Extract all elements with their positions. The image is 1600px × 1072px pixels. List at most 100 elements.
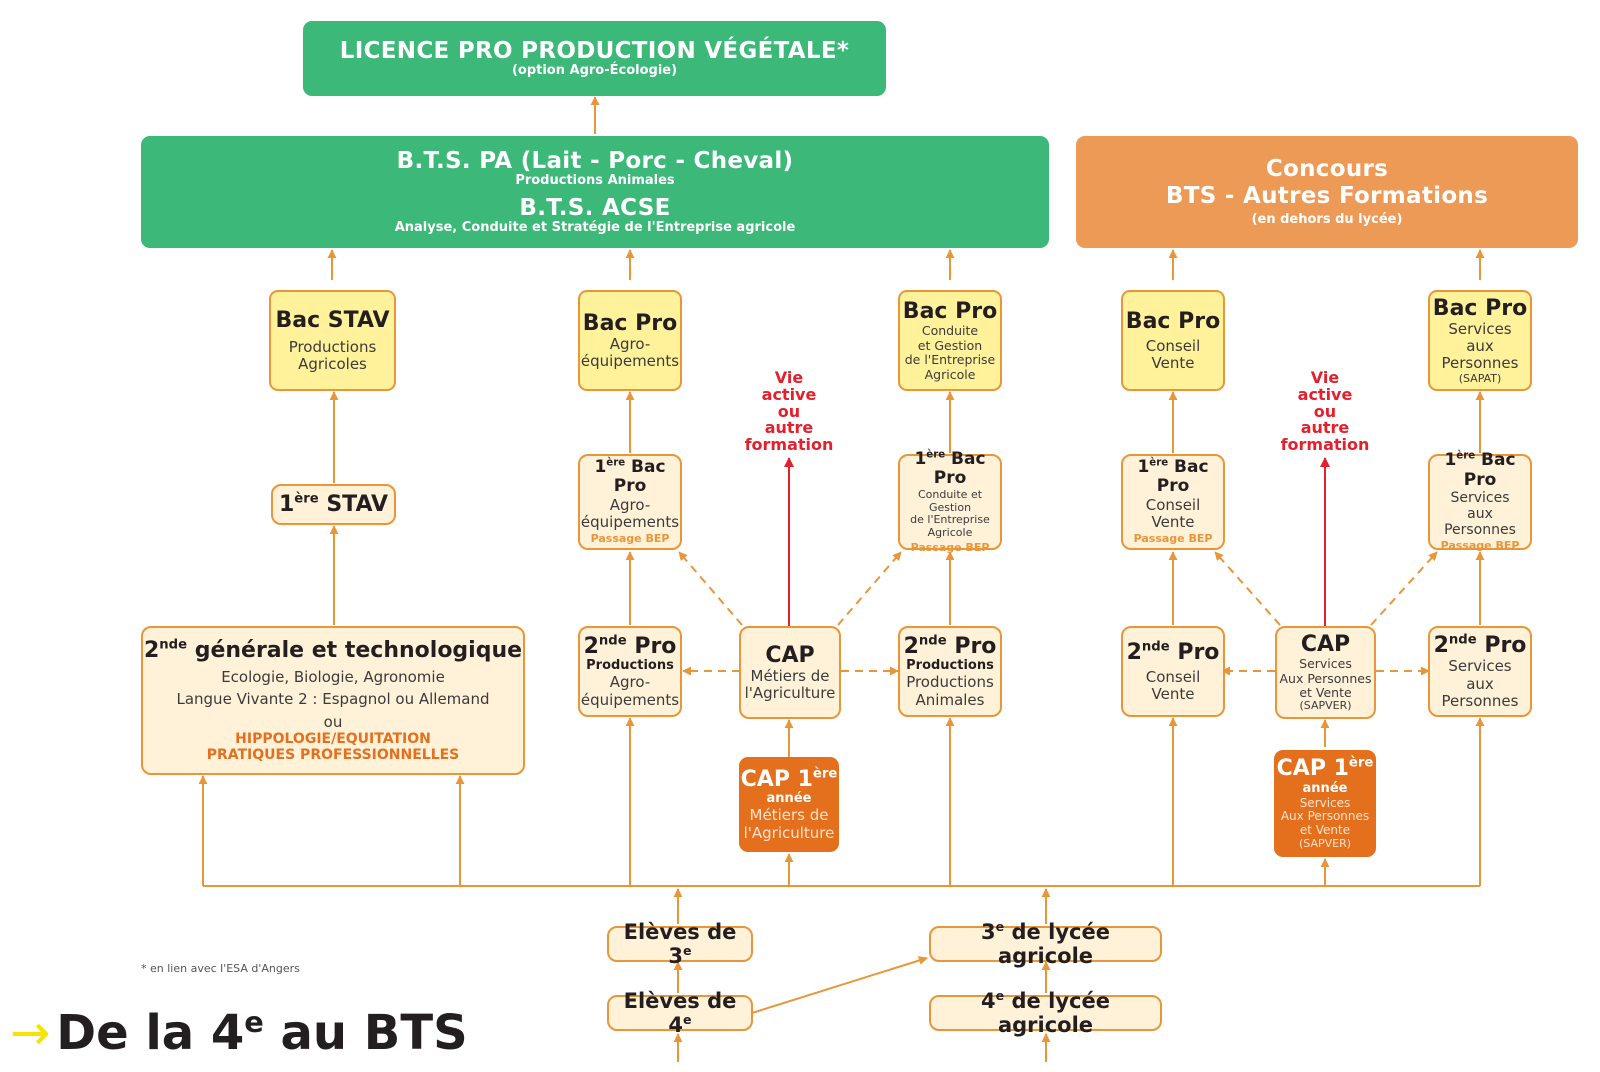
cap1-annee: année — [766, 791, 812, 807]
seconde-agro-bold: Productions — [586, 658, 674, 674]
bac-cgea-l4: Agricole — [924, 366, 976, 382]
bac-cgea-box: Bac Pro Conduite et Gestion de l'Entrepr… — [898, 290, 1002, 391]
vie-active-word: formation — [744, 435, 834, 455]
troisieme-sup: e — [995, 918, 1005, 934]
seconde-sap-box: 2nde Pro Services aux Personnes — [1428, 626, 1532, 717]
bac-cv-l2: Vente — [1151, 354, 1195, 373]
bts-pa-sub: Productions Animales — [515, 173, 675, 189]
seconde-sup: nde — [159, 637, 188, 653]
cap-sapver-title: CAP — [1300, 631, 1351, 657]
premiere-num: 1 — [1444, 450, 1457, 470]
title-arrow-icon: → — [10, 1005, 51, 1061]
bac-stav-box: Bac STAV Productions Agricoles — [269, 290, 396, 391]
cap1-agriculture-box: CAP 1ère année Métiers de l'Agriculture — [739, 757, 839, 852]
vie-active-label-right: Vie active ou autre formation — [1275, 368, 1375, 455]
bts-acse-title: B.T.S. ACSE — [519, 195, 671, 221]
title-rest: au BTS — [263, 1005, 468, 1061]
vie-active-word: autre — [1300, 418, 1350, 438]
eleves-3e-sup: e — [683, 943, 692, 958]
seconde-agro-title: Pro — [626, 634, 677, 660]
cap-agriculture-box: CAP Métiers de l'Agriculture — [739, 626, 841, 719]
eleves-4e-box: Elèves de 4e — [607, 989, 753, 1037]
cap-sapver-l1: Services — [1299, 656, 1352, 672]
seconde-pa-l2: Animales — [915, 690, 985, 709]
seconde-num: 2 — [1433, 632, 1449, 658]
eleves-3e-label: Elèves de 3 — [623, 919, 737, 968]
vie-active-word: ou — [777, 401, 801, 421]
concours-box: Concours BTS - Autres Formations (en deh… — [1076, 136, 1578, 248]
seconde-num: 2 — [903, 634, 919, 660]
cap-sapver-l3: et Vente — [1299, 685, 1352, 701]
concours-line2: BTS - Autres Formations — [1165, 182, 1489, 209]
vie-active-word: ou — [1313, 401, 1337, 421]
vie-active-word: formation — [1280, 435, 1370, 455]
seconde-pa-bold: Productions — [906, 658, 994, 674]
bac-agro-box: Bac Pro Agro- équipements — [578, 290, 682, 391]
bac-sap-l1: Services — [1448, 319, 1512, 338]
licence-pro-box: LICENCE PRO PRODUCTION VÉGÉTALE* (option… — [303, 21, 886, 96]
page-title: →De la 4e au BTS — [10, 1005, 468, 1061]
option-pratiques: PRATIQUES PROFESSIONNELLES — [206, 747, 460, 764]
cap-agriculture-l1: Métiers de — [750, 666, 830, 685]
quatrieme-sup: e — [995, 987, 1005, 1003]
bac-sap-l4: (SAPAT) — [1458, 371, 1502, 385]
seconde-sap-l1: Services — [1448, 657, 1512, 676]
vie-active-word: autre — [764, 418, 814, 438]
seconde-pa-box: 2nde Pro Productions Productions Animale… — [898, 626, 1002, 717]
premiere-cgea-l1: Conduite et Gestion — [917, 487, 983, 514]
seconde-generale-l1: Ecologie, Biologie, Agronomie — [221, 668, 445, 687]
seconde-sup: nde — [918, 633, 947, 649]
cap1-sup: ère — [1348, 756, 1374, 772]
bac-sap-title: Bac Pro — [1432, 295, 1528, 321]
seconde-sap-l2: aux — [1466, 674, 1494, 693]
seconde-generale-box: 2nde générale et technologique Ecologie,… — [141, 626, 525, 775]
premiere-sap-l2: aux — [1467, 506, 1493, 523]
cap1-sapver-l2: Aux Personnes — [1280, 809, 1370, 824]
vie-active-label-left: Vie active ou autre formation — [739, 369, 839, 455]
bts-box: B.T.S. PA (Lait - Porc - Cheval) Product… — [141, 136, 1049, 248]
licence-title: LICENCE PRO PRODUCTION VÉGÉTALE* — [339, 37, 850, 64]
seconde-num: 2 — [583, 634, 599, 660]
premiere-sap-box: 1ère Bac Pro Services aux Personnes Pass… — [1428, 450, 1532, 552]
footnote: * en lien avec l'ESA d'Angers — [141, 962, 300, 975]
premiere-sap-l3: Personnes — [1444, 522, 1516, 539]
cap1-sapver-box: CAP 1ère année Services Aux Personnes et… — [1274, 750, 1376, 857]
bac-stav-l2: Agricoles — [298, 355, 367, 374]
premiere-stav-title: STAV — [318, 491, 389, 517]
passage-bep-note: Passage BEP — [910, 540, 990, 554]
premiere-sap-l1: Services — [1450, 490, 1510, 507]
seconde-generale-l3: ou — [323, 712, 343, 731]
seconde-sap-l3: Personnes — [1441, 691, 1519, 710]
premiere-num: 1 — [914, 448, 927, 469]
premiere-agro-title: Bac Pro — [613, 456, 666, 497]
title-main: De la 4 — [56, 1005, 245, 1061]
quatrieme-lycee-box: 4e de lycée agricole — [929, 989, 1162, 1037]
bac-stav-l1: Productions — [288, 337, 377, 356]
vie-active-word: active — [761, 384, 817, 404]
seconde-cv-box: 2nde Pro Conseil Vente — [1121, 626, 1225, 717]
vie-active-word: Vie — [1310, 368, 1340, 387]
premiere-cgea-box: 1ère Bac Pro Conduite et Gestion de l'En… — [898, 449, 1002, 553]
bac-stav-title: Bac STAV — [275, 307, 390, 333]
premiere-stav-box: 1ère STAV — [271, 484, 396, 525]
premiere-cv-l2: Vente — [1151, 513, 1195, 532]
bac-cgea-title: Bac Pro — [902, 299, 998, 325]
premiere-sup: ère — [1456, 450, 1476, 462]
bac-cv-title: Bac Pro — [1125, 308, 1221, 334]
concours-sub: (en dehors du lycée) — [1251, 211, 1403, 227]
premiere-sup: ère — [294, 491, 319, 507]
seconde-cv-l2: Vente — [1151, 685, 1195, 704]
premiere-cgea-l3: Agricole — [927, 525, 973, 539]
vie-active-word: active — [1297, 384, 1353, 404]
cap-sapver-l4: (SAPVER) — [1299, 699, 1352, 713]
seconde-cv-l1: Conseil — [1145, 667, 1201, 686]
premiere-cgea-title: Bac Pro — [933, 448, 986, 489]
eleves-4e-sup: e — [683, 1012, 692, 1027]
cap1-agriculture-l2: l'Agriculture — [743, 823, 835, 842]
seconde-generale-l2: Langue Vivante 2 : Espagnol ou Allemand — [176, 690, 490, 709]
bac-sap-box: Bac Pro Services aux Personnes (SAPAT) — [1428, 290, 1532, 391]
bts-pa-title: B.T.S. PA (Lait - Porc - Cheval) — [396, 147, 794, 174]
bac-cgea-l1: Conduite — [921, 323, 979, 339]
premiere-agro-l2: équipements — [580, 513, 680, 532]
